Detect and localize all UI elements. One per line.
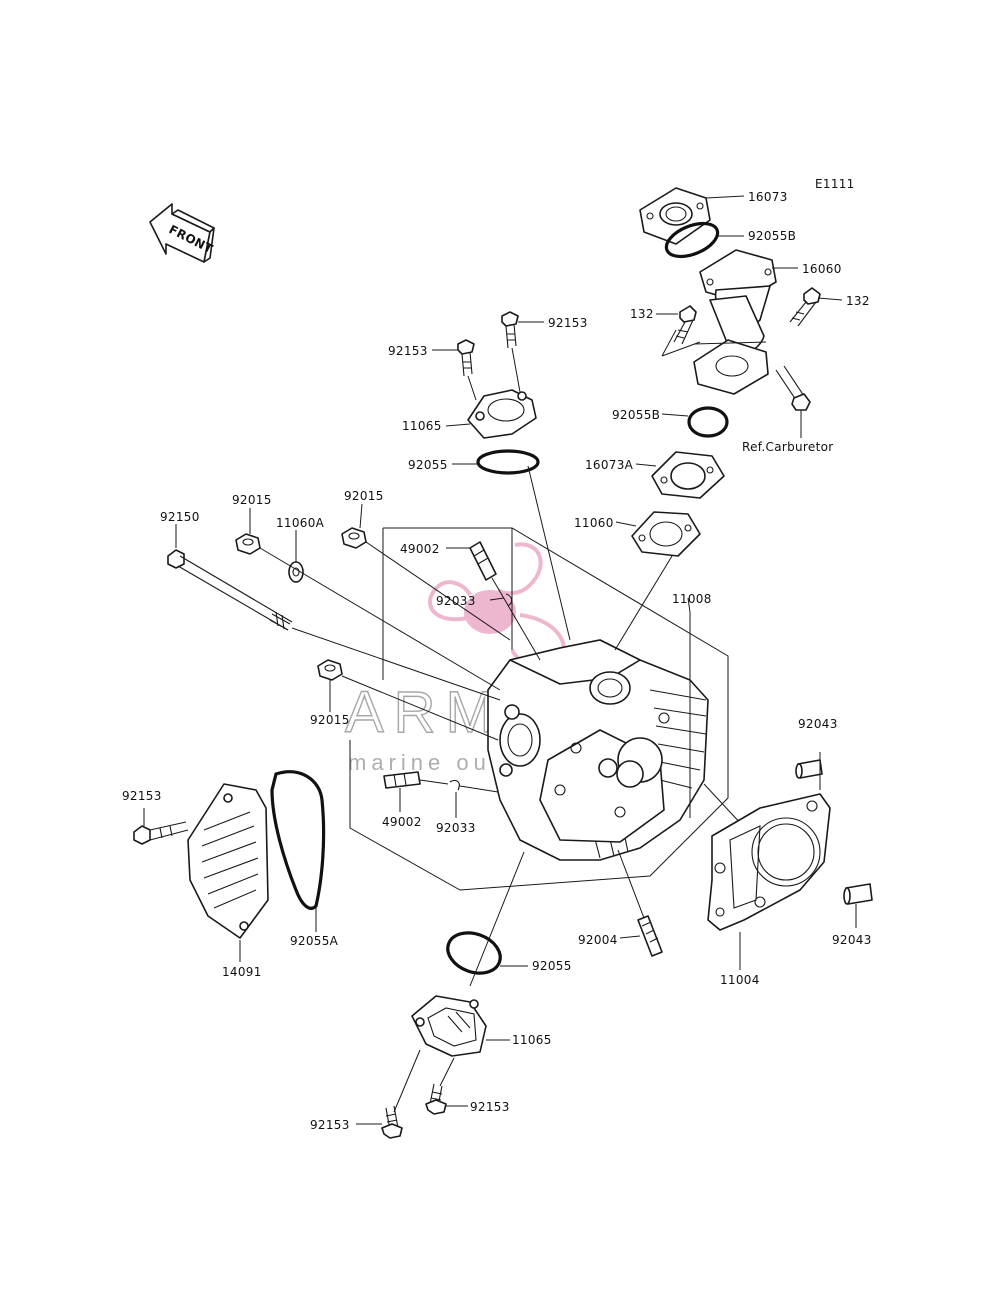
label-92033-top: 92033: [436, 594, 476, 608]
clip-92033-low: [449, 779, 460, 791]
gasket-92055a: [270, 770, 326, 932]
cam-cover-upper-group: [457, 311, 571, 641]
gasket-11060: [631, 511, 701, 557]
bolt-92153-left: [133, 821, 189, 845]
diagram-code: E1111: [815, 177, 855, 191]
bolt-132-right: [789, 287, 821, 327]
label-92055b-mid: 92055B: [612, 408, 660, 422]
label-16060: 16060: [802, 262, 842, 276]
nut-92015-c: [317, 659, 343, 681]
label-11008: 11008: [672, 592, 712, 606]
dowel-pin-92043-top: [795, 759, 823, 779]
label-11004: 11004: [720, 973, 760, 987]
label-132-left: 132: [630, 307, 654, 321]
label-49002-top: 49002: [400, 542, 440, 556]
label-16073: 16073: [748, 190, 788, 204]
o-ring-92055b-top: [664, 221, 720, 259]
label-11065-top: 11065: [402, 419, 442, 433]
label-92015-a: 92015: [232, 493, 272, 507]
head-gasket-11004: [707, 752, 831, 970]
label-92055-top: 92055: [408, 458, 448, 472]
intake-pipe-16060: [693, 249, 777, 395]
bolt-92153-a: [457, 339, 475, 377]
label-92043-low: 92043: [832, 933, 872, 947]
label-49002-low: 49002: [382, 815, 422, 829]
label-92153-d: 92153: [470, 1100, 510, 1114]
label-92055a: 92055A: [290, 934, 339, 948]
part-labels: 16073 92055B 16060 132 132 92055B Ref.Ca…: [122, 190, 872, 1132]
label-92033-low: 92033: [436, 821, 476, 835]
side-cover-14091: [187, 783, 269, 962]
o-ring-92055b-mid: [687, 406, 729, 438]
label-92150: 92150: [160, 510, 200, 524]
cylinder-head: [487, 639, 709, 861]
label-16073a: 16073A: [585, 458, 634, 472]
bolt-132-left: [673, 305, 697, 345]
label-92015-c: 92015: [310, 713, 350, 727]
bolt-92153-d: [425, 1083, 447, 1115]
ref-carburetor-note: Ref.Carburetor: [742, 440, 833, 454]
dowel-pin-92043-low: [843, 883, 873, 905]
valve-guide-49002-top: [469, 541, 497, 581]
label-14091: 14091: [222, 965, 262, 979]
intake-manifold-group: [614, 187, 821, 651]
cam-cover-11065-low: [411, 995, 487, 1057]
head-bolt-92150: [167, 549, 501, 701]
nut-92015-b: [341, 527, 367, 549]
label-11060a: 11060A: [276, 516, 325, 530]
stud-92004: [617, 849, 663, 957]
valve-guide-49002-low: [383, 771, 421, 789]
label-11060: 11060: [574, 516, 614, 530]
o-ring-92055-low: [446, 931, 502, 975]
label-92153-c: 92153: [310, 1118, 350, 1132]
o-ring-92055-top: [476, 449, 540, 475]
clip-92033-top: [505, 593, 513, 607]
label-92153-left: 92153: [122, 789, 162, 803]
label-92055-low: 92055: [532, 959, 572, 973]
flange-16073a: [651, 451, 725, 499]
bolt-92153-b: [501, 311, 519, 349]
label-92055b-top: 92055B: [748, 229, 796, 243]
label-leaders: [175, 195, 857, 1125]
label-92153-a: 92153: [388, 344, 428, 358]
label-132-right: 132: [846, 294, 870, 308]
label-92153-b: 92153: [548, 316, 588, 330]
label-11065-low: 11065: [512, 1033, 552, 1047]
nut-92015-a: [235, 533, 261, 555]
label-92015-b: 92015: [344, 489, 384, 503]
bolt-132-lower: [775, 365, 811, 411]
front-arrow-icon: FRONT: [149, 203, 216, 263]
label-92043-top: 92043: [798, 717, 838, 731]
bolt-92153-c: [381, 1105, 403, 1139]
label-92004: 92004: [578, 933, 618, 947]
